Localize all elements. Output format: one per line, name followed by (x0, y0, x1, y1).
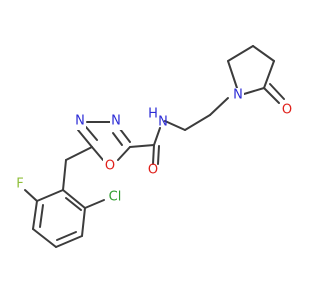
bond-c1-c2 (184, 114, 211, 131)
bond-ar3-ar4 (55, 235, 83, 248)
bond-ring-c2-c3 (227, 45, 254, 62)
pyrrolidine-nitrogen-label: N (233, 88, 243, 103)
bond-ar3-ar4-inner (56, 231, 77, 241)
ring-nitrogen-label-left: N (75, 114, 85, 129)
bond-ar2-cl (84, 199, 105, 209)
amide-hydrogen-label: H (148, 107, 158, 122)
label-mask (232, 88, 244, 104)
bond-n-ring-c2 (227, 60, 238, 89)
ring-oxygen-label: O (105, 159, 115, 174)
bond-ring-c5-n (243, 87, 265, 95)
background (0, 0, 300, 300)
bond-c5-ch2 (65, 146, 93, 161)
bond-carbonyl-o (152, 144, 155, 165)
bond-ar6-f (24, 189, 38, 202)
bond-ar1-ar2-inner (65, 197, 82, 211)
label-mask (103, 158, 116, 174)
atom-labels: N N O H N O N O F Cl (16, 88, 292, 205)
label-mask (110, 114, 122, 130)
bond-n3-c2-double-inner (112, 132, 123, 146)
bond-carbonyl-n (153, 127, 161, 146)
ring-nitrogen-label-right: N (111, 114, 121, 129)
bond-n3-c2-double (119, 128, 131, 143)
bond-ch2-aryl (62, 159, 67, 191)
molecule-structure-diagram: N N O H N O N O F Cl (0, 0, 300, 300)
bond-c5-n4-double-inner (85, 126, 98, 141)
bond-c2-carbonyl (129, 144, 155, 148)
bond-lactam-co (263, 87, 280, 104)
bond-ar2-ar3 (81, 207, 86, 237)
carbonyl-oxygen-label: O (148, 163, 158, 178)
bond-lines (24, 45, 285, 248)
bond-c2-o1 (117, 146, 131, 161)
fluorine-label: F (16, 177, 23, 192)
bond-carbonyl-o-double (157, 145, 160, 165)
bond-ar5-ar6 (32, 200, 38, 230)
bond-o1-c5 (91, 146, 104, 161)
bond-ar6-ar1 (36, 189, 64, 202)
bond-ring-c4-c5 (263, 60, 275, 89)
chlorine-label: Cl (109, 190, 122, 205)
bond-ar4-ar5 (32, 228, 57, 248)
bond-nh-c1 (164, 120, 186, 131)
bond-c2-c3 (209, 97, 229, 116)
bond-ring-c3-c4 (252, 45, 275, 62)
bond-lactam-co-double (269, 83, 285, 100)
bond-ar5-ar6-inner (39, 204, 44, 228)
label-mask (74, 114, 86, 130)
lactam-oxygen-label: O (282, 103, 292, 118)
bond-c5-n4-double (77, 129, 93, 148)
amide-nitrogen-label: N (158, 115, 168, 130)
bond-ar1-ar2 (62, 189, 86, 209)
